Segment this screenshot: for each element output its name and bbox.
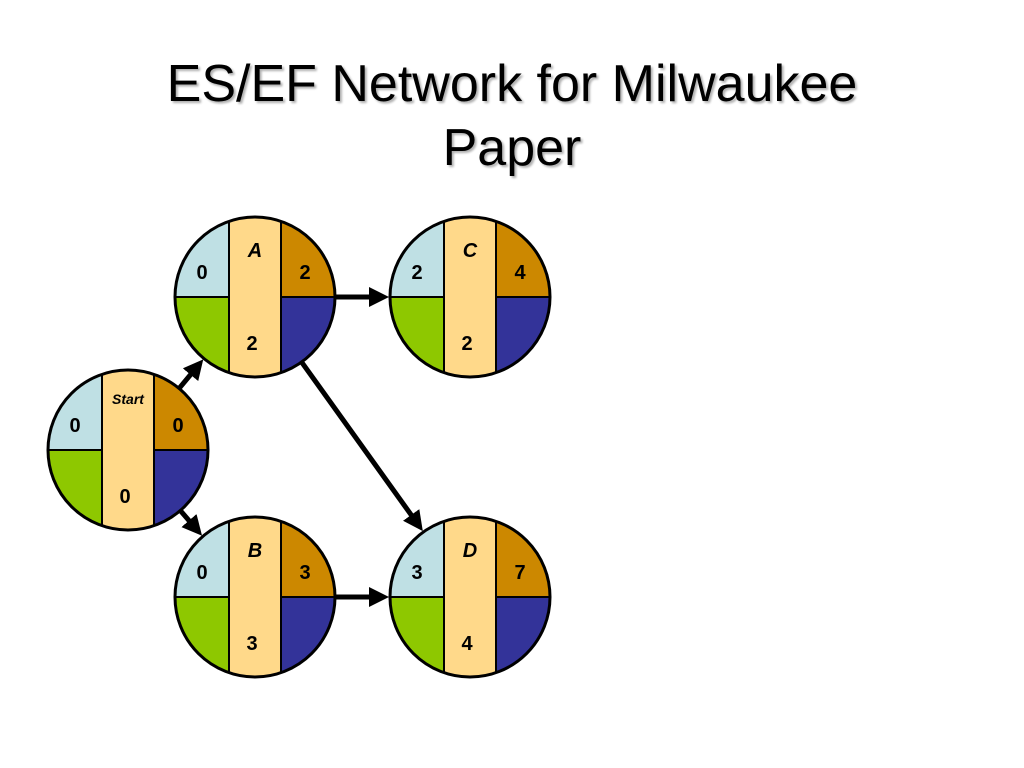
arrow-start-to-b	[178, 508, 203, 536]
early-start-value: 0	[69, 415, 80, 437]
node-outline	[173, 515, 337, 679]
arrow-a-to-d	[299, 360, 423, 532]
nodes-layer: Start 0 0 0 A 0 2 2B 0 3 3 C 2 4 2D 3 7 4	[46, 215, 552, 679]
arrow-start-to-a	[177, 359, 204, 391]
title-line-2: Paper	[442, 119, 582, 177]
edges-layer	[177, 287, 423, 607]
duration-value: 2	[461, 333, 472, 355]
title-line-1: ES/EF Network for Milwaukee	[166, 55, 858, 113]
early-start-value: 0	[196, 562, 207, 584]
node-label: B	[248, 540, 262, 562]
duration-value: 2	[246, 333, 257, 355]
early-start-value: 2	[411, 262, 422, 284]
early-finish-value: 4	[514, 262, 526, 284]
node-label: C	[463, 240, 478, 262]
duration-value: 4	[461, 633, 473, 655]
early-finish-value: 0	[172, 415, 183, 437]
node-start: Start 0 0 0	[46, 368, 210, 532]
early-finish-value: 3	[299, 562, 310, 584]
early-start-value: 0	[196, 262, 207, 284]
early-finish-value: 2	[299, 262, 310, 284]
node-label: D	[463, 540, 477, 562]
node-label: Start	[112, 391, 145, 407]
node-a: A 0 2 2	[173, 215, 337, 379]
early-finish-value: 7	[514, 562, 525, 584]
node-label: A	[247, 240, 262, 262]
duration-value: 0	[119, 486, 130, 508]
node-outline	[46, 368, 210, 532]
node-outline	[388, 515, 552, 679]
node-c: C 2 4 2	[388, 215, 552, 379]
duration-value: 3	[246, 633, 257, 655]
early-start-value: 3	[411, 562, 422, 584]
slide-title: ES/EF Network for Milwaukee Paper	[0, 52, 1024, 180]
node-d: D 3 7 4	[388, 515, 552, 679]
node-outline	[173, 215, 337, 379]
node-outline	[388, 215, 552, 379]
node-b: B 0 3 3	[173, 515, 337, 679]
